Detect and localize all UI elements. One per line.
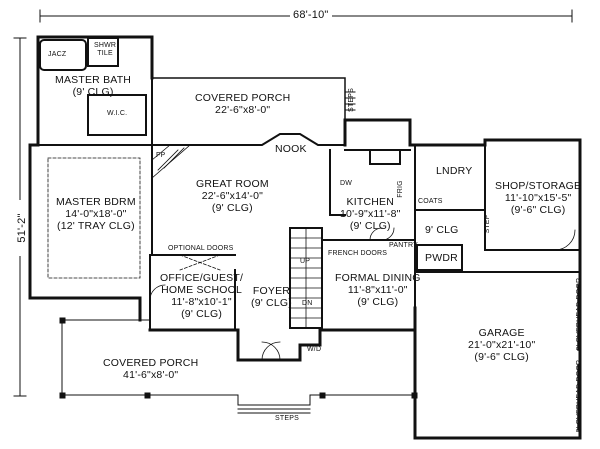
tray-ceiling-outline [47, 157, 141, 279]
master-bath-label: MASTER BATH (9' CLG) [55, 74, 132, 98]
garage-label: GARAGE 21'-0"x21'-10" (9'-6" CLG) [468, 327, 536, 363]
laundry-ceiling-label: 9' CLG [425, 224, 459, 236]
shower-label: SHWR TILE [94, 42, 117, 57]
optional-doors-label: OPTIONAL DOORS [168, 245, 234, 252]
width-dimension: 68'-10" [290, 9, 332, 21]
fridge-label: FRIG [397, 180, 404, 198]
formal-dining-label: FORMAL DINING 11'-8"x11'-0" (9' CLG) [335, 272, 421, 308]
kitchen-label: KITCHEN 10'-9"x11'-8" (9' CLG) [340, 196, 401, 232]
closet-label: W/D [307, 346, 322, 353]
fireplace-hatch [151, 144, 192, 179]
fireplace-label: FP [156, 152, 166, 159]
shop-step-label: STEP [484, 214, 491, 234]
exterior-walls [28, 35, 582, 440]
front-steps-label: STEPS [275, 415, 299, 422]
overhead-door-label-2: 9' OVERHEAD DOOR [576, 359, 583, 433]
wic-label: W.I.C. [107, 110, 128, 117]
foyer-label: FOYER (9' CLG) [251, 285, 292, 309]
laundry-label: LNDRY [436, 165, 473, 177]
great-room-label: GREAT ROOM 22'-6"x14'-0" (9' CLG) [196, 178, 269, 214]
depth-dimension: 51'-2" [16, 200, 28, 256]
stair-treads [289, 227, 323, 329]
jacuzzi-label: JACZ [48, 51, 67, 58]
optional-door-lines [179, 254, 221, 271]
nook-label: NOOK [275, 143, 307, 155]
master-bdrm-label: MASTER BDRM 14'-0"x18'-0" (12' TRAY CLG) [56, 196, 136, 232]
stairs-dn-label: DN [302, 300, 313, 307]
rear-porch-label: COVERED PORCH 22'-6"x8'-0" [195, 92, 291, 116]
front-steps [237, 408, 311, 414]
door-swings [149, 227, 576, 361]
dishwasher-label: DW [340, 180, 353, 187]
pantry-label: PANTRY [389, 242, 418, 249]
front-porch-label: COVERED PORCH 41'-6"x8'-0" [103, 357, 199, 381]
rear-steps [344, 91, 356, 111]
front-porch-outline [59, 317, 418, 406]
rear-steps-label: STEPS [348, 88, 355, 112]
french-doors-label: FRENCH DOORS [328, 250, 388, 257]
office-label: OFFICE/GUEST/ HOME SCHOOL 11'-8"x10'-1" … [160, 272, 244, 320]
pwdr-label: PWDR [425, 252, 458, 264]
overhead-door-label-1: 9' OVERHEAD DOOR [576, 277, 583, 351]
stairs-up-label: UP [300, 258, 311, 265]
coats-label: COATS [418, 198, 443, 205]
shop-storage-label: SHOP/STORAGE 11'-10"x15'-5" (9'-6" CLG) [495, 180, 582, 216]
